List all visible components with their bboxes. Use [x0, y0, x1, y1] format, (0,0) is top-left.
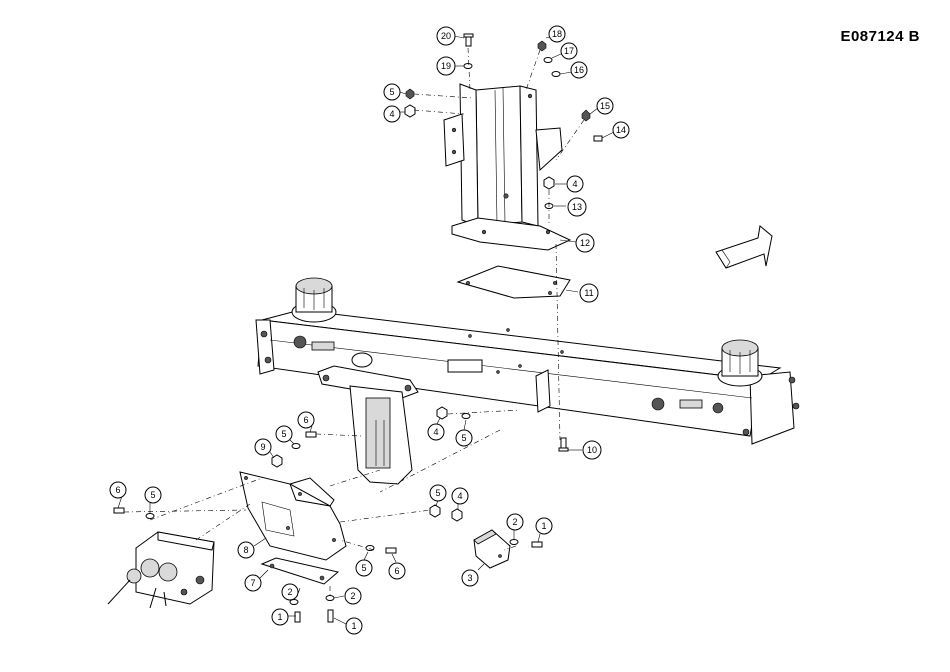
- callout-4-lower: 4: [452, 488, 468, 504]
- left-wheel-hub: [292, 278, 336, 322]
- upright-bracket: [444, 84, 570, 250]
- callout-5-left: 5: [145, 487, 161, 503]
- svg-text:4: 4: [457, 491, 462, 501]
- svg-text:15: 15: [600, 101, 610, 111]
- svg-text:3: 3: [467, 573, 472, 583]
- svg-text:5: 5: [150, 490, 155, 500]
- callout-17: 17: [561, 43, 577, 59]
- callout-5-center: 5: [456, 430, 472, 446]
- svg-text:5: 5: [281, 429, 286, 439]
- callout-4-center: 4: [428, 424, 444, 440]
- svg-text:19: 19: [441, 61, 451, 71]
- callout-1-bottom-left: 1: [272, 609, 288, 625]
- svg-text:1: 1: [541, 521, 546, 531]
- callout-20: 20: [437, 27, 455, 45]
- callout-10: 10: [583, 441, 601, 459]
- callout-13: 13: [568, 198, 586, 216]
- svg-text:12: 12: [580, 238, 590, 248]
- callout-1-bottom-right: 1: [346, 618, 362, 634]
- callout-1-right: 1: [536, 518, 552, 534]
- svg-text:7: 7: [250, 578, 255, 588]
- svg-text:17: 17: [564, 46, 574, 56]
- callout-2-bottom-right: 2: [345, 588, 361, 604]
- svg-text:6: 6: [115, 485, 120, 495]
- callout-6-bottom: 6: [389, 563, 405, 579]
- callout-5-lower: 5: [430, 485, 446, 501]
- callout-12: 12: [576, 234, 594, 252]
- callout-16: 16: [571, 62, 587, 78]
- callout-11: 11: [580, 284, 598, 302]
- callout-3: 3: [462, 570, 478, 586]
- svg-text:2: 2: [287, 587, 292, 597]
- svg-text:5: 5: [461, 433, 466, 443]
- callout-6-mid: 6: [298, 412, 314, 428]
- callout-5-top: 5: [384, 84, 400, 100]
- svg-text:4: 4: [389, 109, 394, 119]
- svg-text:1: 1: [351, 621, 356, 631]
- bottom-bracket: [262, 558, 338, 584]
- valve-bracket: [240, 472, 346, 560]
- callout-4-top: 4: [384, 106, 400, 122]
- callout-2-right: 2: [507, 514, 523, 530]
- callout-7: 7: [245, 575, 261, 591]
- svg-text:11: 11: [584, 288, 593, 298]
- callout-19: 19: [437, 57, 455, 75]
- direction-arrow-icon: [716, 226, 772, 268]
- callout-4-right: 4: [567, 176, 583, 192]
- svg-text:6: 6: [394, 566, 399, 576]
- callout-8: 8: [238, 542, 254, 558]
- svg-text:18: 18: [552, 29, 562, 39]
- callout-14: 14: [613, 122, 629, 138]
- svg-text:4: 4: [572, 179, 577, 189]
- svg-text:5: 5: [435, 488, 440, 498]
- right-wheel-hub: [718, 340, 762, 386]
- svg-text:14: 14: [616, 125, 626, 135]
- callout-6-left: 6: [110, 482, 126, 498]
- callout-5-bottom: 5: [356, 560, 372, 576]
- callout-18: 18: [549, 26, 565, 42]
- svg-text:10: 10: [587, 445, 597, 455]
- svg-text:5: 5: [361, 563, 366, 573]
- svg-text:2: 2: [350, 591, 355, 601]
- hydraulic-valve-block: [108, 532, 214, 608]
- svg-text:20: 20: [441, 31, 451, 41]
- sensor-box: [474, 530, 510, 568]
- svg-text:1: 1: [277, 612, 282, 622]
- callout-2-bottom-left: 2: [282, 584, 298, 600]
- svg-text:8: 8: [243, 545, 248, 555]
- svg-text:9: 9: [260, 442, 265, 452]
- svg-text:16: 16: [574, 65, 584, 75]
- svg-text:2: 2: [512, 517, 517, 527]
- callout-9: 9: [255, 439, 271, 455]
- svg-text:4: 4: [433, 427, 438, 437]
- callout-15: 15: [597, 98, 613, 114]
- svg-text:13: 13: [572, 202, 582, 212]
- callout-5-mid: 5: [276, 426, 292, 442]
- svg-text:5: 5: [389, 87, 394, 97]
- mounting-plate: [458, 266, 570, 298]
- svg-text:6: 6: [303, 415, 308, 425]
